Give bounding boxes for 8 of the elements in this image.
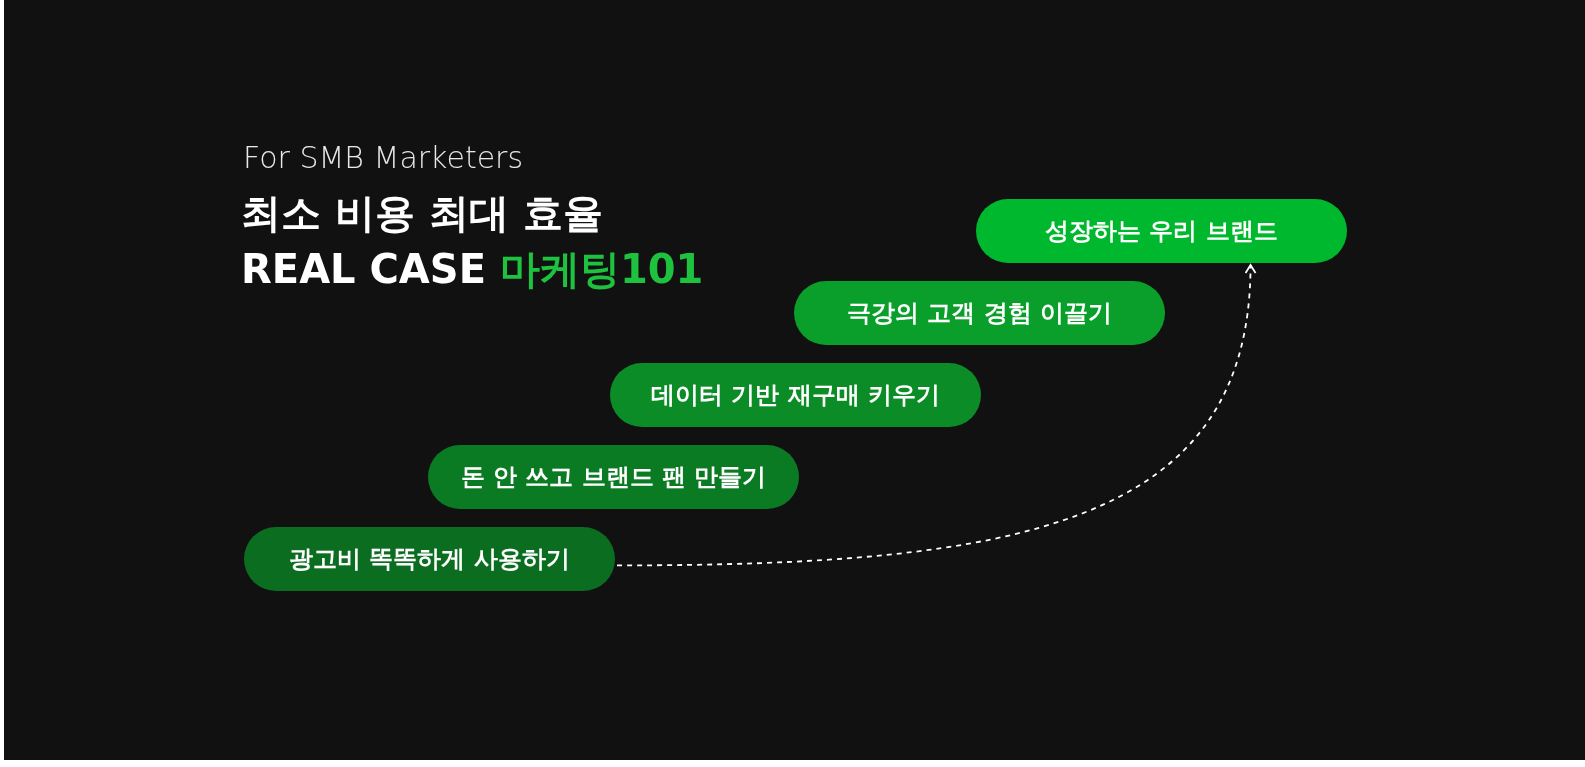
step-pill: 돈 안 쓰고 브랜드 팬 만들기	[428, 445, 799, 509]
step-pill: 성장하는 우리 브랜드	[976, 199, 1347, 263]
step-pill: 광고비 똑똑하게 사용하기	[244, 527, 615, 591]
step-pill: 데이터 기반 재구매 키우기	[610, 363, 981, 427]
title-heading: 최소 비용 최대 효율 REAL CASE 마케팅101	[241, 189, 704, 294]
subtitle-text: For SMB Marketers	[243, 140, 524, 175]
step-pill: 극강의 고객 경험 이끌기	[794, 281, 1165, 345]
arrow	[616, 264, 1256, 567]
